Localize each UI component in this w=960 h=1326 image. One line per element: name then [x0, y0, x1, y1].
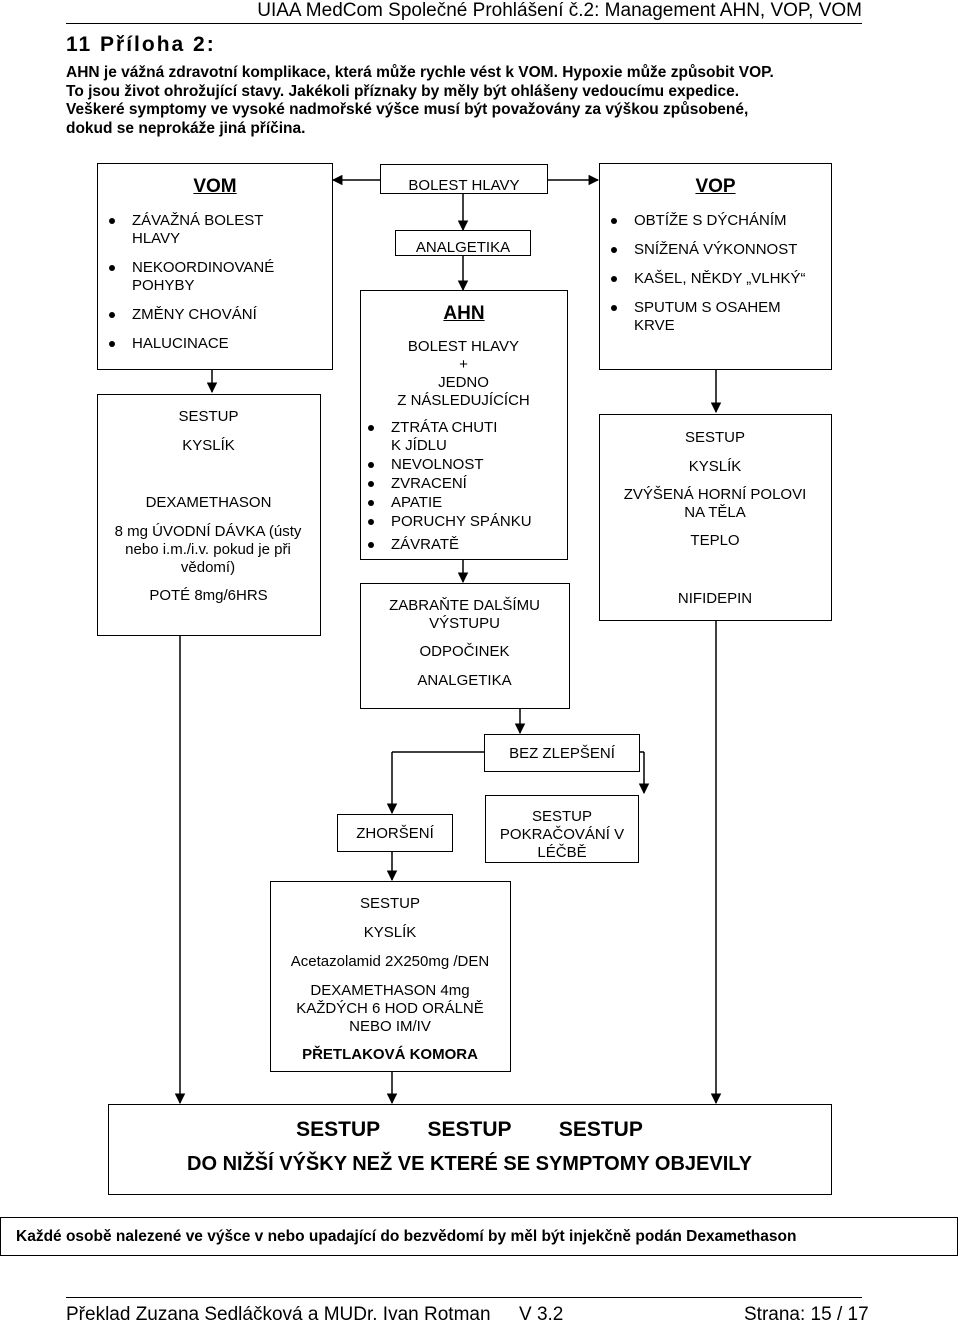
- worsening-label: ZHORŠENÍ: [356, 825, 434, 842]
- list-item: ZVRACENÍ: [365, 475, 555, 493]
- vom-oxygen: KYSLÍK: [182, 437, 235, 454]
- vom-title: VOM: [193, 176, 237, 197]
- worsening-box: ZHORŠENÍ: [337, 814, 453, 852]
- vop-position: ZVÝŠENÁ HORNÍ POLOVI NA TĚLA: [623, 486, 807, 521]
- vom-symptom-list: ZÁVAŽNÁ BOLEST HLAVY NEKOORDINOVANÉ POHY…: [106, 212, 306, 353]
- ahn-symptom-list: ZTRÁTA CHUTI K JÍDLU NEVOLNOST ZVRACENÍ …: [365, 419, 555, 554]
- analgesics-box: ANALGETIKA: [395, 230, 531, 256]
- rest-line: ODPOČINEK: [419, 643, 510, 660]
- descent-row: SESTUP SESTUP SESTUP: [109, 1118, 830, 1142]
- intro-line: AHN je vážná zdravotní komplikace, která…: [66, 64, 774, 81]
- headache-label: BOLEST HLAVY: [408, 177, 520, 194]
- headache-box: BOLEST HLAVY: [380, 164, 548, 194]
- vop-box: VOP OBTÍŽE S DÝCHÁNÍM SNÍŽENÁ VÝKONNOST …: [599, 163, 832, 370]
- footer-divider: [66, 1297, 862, 1298]
- section-title: 11 Příloha 2:: [66, 33, 216, 56]
- footer-version: V 3.2: [519, 1304, 564, 1325]
- analgesics-line: ANALGETIKA: [417, 672, 512, 689]
- header-divider: [66, 23, 862, 24]
- vop-symptom-list: OBTÍŽE S DÝCHÁNÍM SNÍŽENÁ VÝKONNOST KAŠE…: [608, 212, 823, 335]
- list-item: SPUTUM S OSAHEM KRVE: [608, 299, 804, 335]
- vom-dose: 8 mg ÚVODNÍ DÁVKA (ústy nebo i.m./i.v. p…: [114, 523, 302, 576]
- intro-line: To jsou život ohrožující stavy. Jakékoli…: [66, 82, 740, 100]
- descent-word: SESTUP: [558, 1118, 643, 1141]
- list-item: OBTÍŽE S DÝCHÁNÍM: [608, 212, 823, 230]
- list-item: SNÍŽENÁ VÝKONNOST: [608, 241, 823, 259]
- descent-word: SESTUP: [427, 1118, 512, 1141]
- vom-box: VOM ZÁVAŽNÁ BOLEST HLAVY NEKOORDINOVANÉ …: [97, 163, 333, 370]
- prevent-line: ZABRAŇTE DALŠÍMU VÝSTUPU: [389, 597, 540, 632]
- vom-treatment-box: SESTUP KYSLÍK DEXAMETHASON 8 mg ÚVODNÍ D…: [97, 394, 321, 636]
- list-item: NEVOLNOST: [365, 456, 555, 474]
- ahn-title: AHN: [443, 303, 485, 324]
- dexamethasone-note-box: Každé osobě nalezené ve výšce v nebo upa…: [0, 1217, 958, 1256]
- vop-treatment-box: SESTUP KYSLÍK ZVÝŠENÁ HORNÍ POLOVI NA TĚ…: [599, 414, 832, 621]
- prevent-ascent-box: ZABRAŇTE DALŠÍMU VÝSTUPU ODPOČINEK ANALG…: [360, 583, 570, 709]
- ahn-line: +: [459, 356, 468, 373]
- no-improvement-box: BEZ ZLEPŠENÍ: [484, 734, 640, 772]
- page-header: UIAA MedCom Společné Prohlášení č.2: Man…: [257, 0, 862, 21]
- vop-warmth: TEPLO: [690, 532, 740, 549]
- footer-page: Strana: 15 / 17: [744, 1304, 869, 1325]
- vom-then: POTÉ 8mg/6HRS: [149, 587, 268, 604]
- descent-message: DO NIŽŠÍ VÝŠKY NEŽ VE KTERÉ SE SYMPTOMY …: [187, 1153, 752, 1175]
- continue-treatment-box: SESTUP POKRAČOVÁNÍ V LÉČBĚ: [485, 795, 639, 863]
- intro-paragraph: AHN je vážná zdravotní komplikace, která…: [66, 64, 866, 138]
- treatment-descent: SESTUP: [359, 895, 420, 912]
- treatment-oxygen: KYSLÍK: [363, 924, 417, 941]
- vop-oxygen: KYSLÍK: [688, 458, 742, 475]
- treatment-acetazolamide: Acetazolamid 2X250mg /DEN: [290, 953, 490, 970]
- vop-title: VOP: [695, 176, 736, 197]
- no-improvement-label: BEZ ZLEPŠENÍ: [509, 745, 615, 762]
- vop-descent: SESTUP: [684, 429, 745, 446]
- analgesics-label: ANALGETIKA: [415, 239, 511, 256]
- list-item: ZÁVRATĚ: [365, 536, 555, 554]
- vom-descent: SESTUP: [178, 408, 239, 425]
- descent-word: SESTUP: [296, 1118, 380, 1141]
- vom-drug: DEXAMETHASON: [145, 494, 272, 511]
- list-item: ZÁVAŽNÁ BOLEST HLAVY: [106, 212, 306, 248]
- ahn-line: Z NÁSLEDUJÍCÍCH: [397, 392, 530, 409]
- dexamethasone-note: Každé osobě nalezené ve výšce v nebo upa…: [16, 1228, 797, 1245]
- descent-box: SESTUP SESTUP SESTUP DO NIŽŠÍ VÝŠKY NEŽ …: [108, 1104, 832, 1195]
- treatment-chamber: PŘETLAKOVÁ KOMORA: [302, 1046, 478, 1063]
- list-item: NEKOORDINOVANÉ POHYBY: [106, 259, 306, 295]
- list-item: KAŠEL, NĚKDY „VLHKÝ“: [608, 270, 823, 288]
- ahn-line: BOLEST HLAVY: [407, 338, 520, 355]
- footer-translation: Překlad Zuzana Sedláčková a MUDr. Ivan R…: [66, 1304, 491, 1325]
- ahn-treatment-box: SESTUP KYSLÍK Acetazolamid 2X250mg /DEN …: [270, 881, 511, 1072]
- continue-treatment-label: SESTUP POKRAČOVÁNÍ V LÉČBĚ: [499, 808, 625, 861]
- treatment-dexamethasone: DEXAMETHASON 4mg KAŽDÝCH 6 HOD ORÁLNĚ NE…: [296, 982, 484, 1035]
- ahn-line: JEDNO: [438, 374, 489, 391]
- ahn-box: AHN BOLEST HLAVY + JEDNO Z NÁSLEDUJÍCÍCH…: [360, 290, 568, 560]
- list-item: PORUCHY SPÁNKU: [365, 513, 555, 531]
- vop-drug: NIFIDEPIN: [677, 590, 753, 607]
- intro-line: dokud se neprokáže jiná příčina.: [66, 119, 306, 137]
- list-item: HALUCINACE: [106, 335, 306, 353]
- list-item: APATIE: [365, 494, 555, 512]
- intro-line: Veškeré symptomy ve vysoké nadmořské výš…: [66, 101, 749, 118]
- list-item: ZTRÁTA CHUTI K JÍDLU: [365, 419, 501, 455]
- list-item: ZMĚNY CHOVÁNÍ: [106, 306, 306, 324]
